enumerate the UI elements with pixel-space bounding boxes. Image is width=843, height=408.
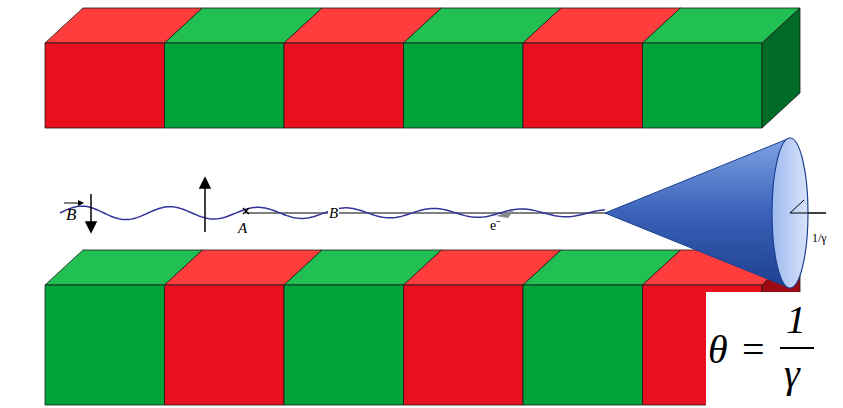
magnet-face: [284, 285, 404, 405]
magnet-face: [45, 285, 165, 405]
magnet-face: [45, 43, 165, 128]
magnet-array: [45, 8, 800, 405]
field-label: B: [66, 206, 76, 223]
radiation-cone: [605, 138, 826, 288]
formula-symbol: 1: [786, 300, 806, 340]
magnet-face: [643, 43, 763, 128]
point-label: A: [238, 221, 247, 236]
position-marks: [243, 208, 337, 214]
fraction-bar: [780, 347, 814, 349]
magnet-face: [404, 43, 524, 128]
formula-symbol: =: [742, 330, 765, 370]
angle-label: 1/γ: [812, 232, 827, 244]
magnet-face: [165, 43, 285, 128]
formula-symbol: γ: [784, 354, 800, 394]
magnet-face: [523, 43, 643, 128]
electron-label: e⁻: [490, 219, 501, 233]
formula-ground: [706, 292, 843, 408]
magnet-face: [762, 8, 800, 128]
electron-symbol: [496, 210, 514, 218]
formula-symbol: θ: [708, 330, 728, 370]
magnet-face: [523, 285, 643, 405]
magnet-face: [404, 285, 524, 405]
field-arrows: [64, 178, 210, 232]
magnet-face: [284, 43, 404, 128]
magnet-face: [165, 285, 285, 405]
point-label: B: [328, 206, 339, 221]
